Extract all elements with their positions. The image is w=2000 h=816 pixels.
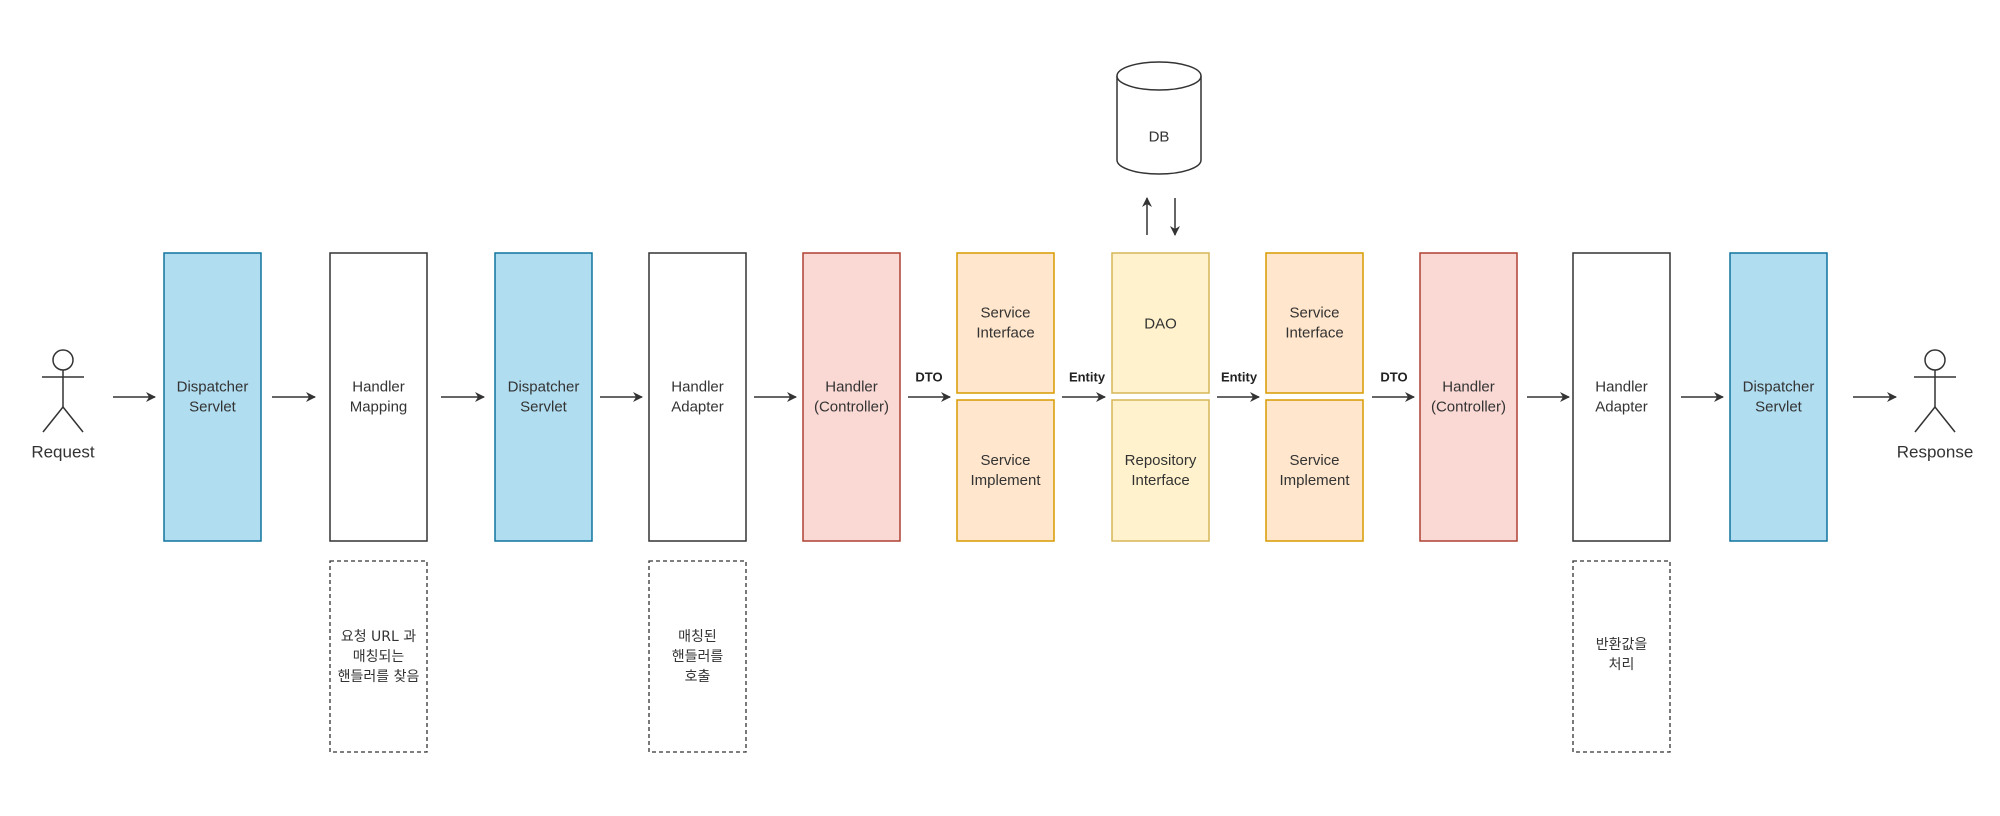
box-dispatcher2-label-line-1: Dispatcher	[508, 379, 580, 396]
box-mapping-shape	[329, 252, 428, 542]
box-service-implement2-shape	[1265, 399, 1364, 542]
box-service-interface2-label-line-1: Service	[1289, 305, 1339, 322]
box-mapping-label-line-1: Handler	[352, 379, 405, 396]
db-cylinder: DB	[1116, 61, 1202, 175]
box-dispatcher3-label-line-2: Servlet	[1755, 399, 1803, 416]
box-dispatcher2-label-line-2: Servlet	[520, 399, 568, 416]
box-adapter2-label-line-1: Handler	[1595, 379, 1648, 396]
actor-response-label: Response	[1897, 443, 1974, 462]
box-controller2-shape	[1419, 252, 1518, 542]
note-result-note-label-line-1: 반환값을	[1596, 637, 1648, 653]
note-mapping-note-label-line-3: 핸들러를 찾음	[338, 669, 420, 685]
edge-label-entity-in: Entity	[1069, 370, 1106, 385]
box-mapping-label-line-2: Mapping	[350, 399, 408, 416]
box-controller2: Handler (Controller)	[1419, 252, 1518, 542]
box-controller1-shape	[802, 252, 901, 542]
edges-layer	[113, 197, 1897, 402]
db-body	[1116, 76, 1202, 175]
box-service-interface1-label-line-1: Service	[980, 305, 1030, 322]
note-adapter-note-label-line-2: 핸들러를	[672, 649, 724, 665]
box-dispatcher1-shape	[163, 252, 262, 542]
box-controller1-label-line-2: (Controller)	[814, 399, 889, 416]
edge-label-dto-in: DTO	[915, 370, 942, 385]
box-service-interface1-label-line-2: Interface	[976, 325, 1034, 342]
box-dispatcher3-shape	[1729, 252, 1828, 542]
actor-request-right-leg	[62, 406, 84, 433]
box-service-implement1-label-line-2: Implement	[970, 472, 1041, 489]
actor-request-head	[52, 349, 74, 371]
note-result-note-shape	[1572, 560, 1671, 753]
actor-request-left-leg	[42, 406, 64, 433]
box-controller1: Handler (Controller)	[802, 252, 901, 542]
box-adapter2-shape	[1572, 252, 1671, 542]
box-adapter1-shape	[648, 252, 747, 542]
actor-response	[1914, 349, 1956, 433]
actor-response-right-leg	[1934, 406, 1956, 433]
box-controller1-label-line-1: Handler	[825, 379, 878, 396]
note-adapter-note-label-line-1: 매칭된	[678, 629, 717, 645]
box-service-implement1-label-line-1: Service	[980, 452, 1030, 469]
actor-request-label: Request	[31, 443, 95, 462]
db-label: DB	[1149, 129, 1170, 146]
box-controller2-label-line-2: (Controller)	[1431, 399, 1506, 416]
box-service-interface2-label-line-2: Interface	[1285, 325, 1343, 342]
box-dao-shape	[1111, 252, 1210, 394]
box-adapter2-label-line-2: Adapter	[1595, 399, 1648, 416]
note-mapping-note-label-line-1: 요청 URL 과	[341, 629, 416, 645]
box-dao-label-line-1: DAO	[1144, 316, 1177, 333]
box-service-implement2-label-line-2: Implement	[1279, 472, 1350, 489]
box-adapter1-label-line-2: Adapter	[671, 399, 724, 416]
box-controller2-label-line-1: Handler	[1442, 379, 1495, 396]
db-top	[1116, 61, 1202, 91]
edge-label-dto-out: DTO	[1380, 370, 1407, 385]
note-result-note-label-line-2: 처리	[1609, 657, 1635, 673]
box-dao: DAO	[1111, 252, 1210, 394]
actor-response-left-leg	[1914, 406, 1936, 433]
box-service-interface2-shape	[1265, 252, 1364, 394]
box-adapter1-label-line-1: Handler	[671, 379, 724, 396]
edge-label-entity-out: Entity	[1221, 370, 1258, 385]
box-service-implement2-label-line-1: Service	[1289, 452, 1339, 469]
box-repository-interface-label-line-2: Interface	[1131, 472, 1189, 489]
box-service-implement1-shape	[956, 399, 1055, 542]
box-dispatcher1-label-line-2: Servlet	[189, 399, 237, 416]
note-adapter-note-label-line-3: 호출	[685, 669, 711, 685]
note-mapping-note-shape	[329, 560, 428, 753]
box-dispatcher2-shape	[494, 252, 593, 542]
note-mapping-note-label-line-2: 매칭되는	[353, 649, 405, 665]
actor-response-head	[1924, 349, 1946, 371]
note-adapter-note-shape	[648, 560, 747, 753]
box-service-interface1-shape	[956, 252, 1055, 394]
actor-request	[42, 349, 84, 433]
box-repository-interface-shape	[1111, 399, 1210, 542]
box-dispatcher1-label-line-1: Dispatcher	[177, 379, 249, 396]
box-repository-interface-label-line-1: Repository	[1125, 452, 1197, 469]
box-dispatcher3-label-line-1: Dispatcher	[1743, 379, 1815, 396]
